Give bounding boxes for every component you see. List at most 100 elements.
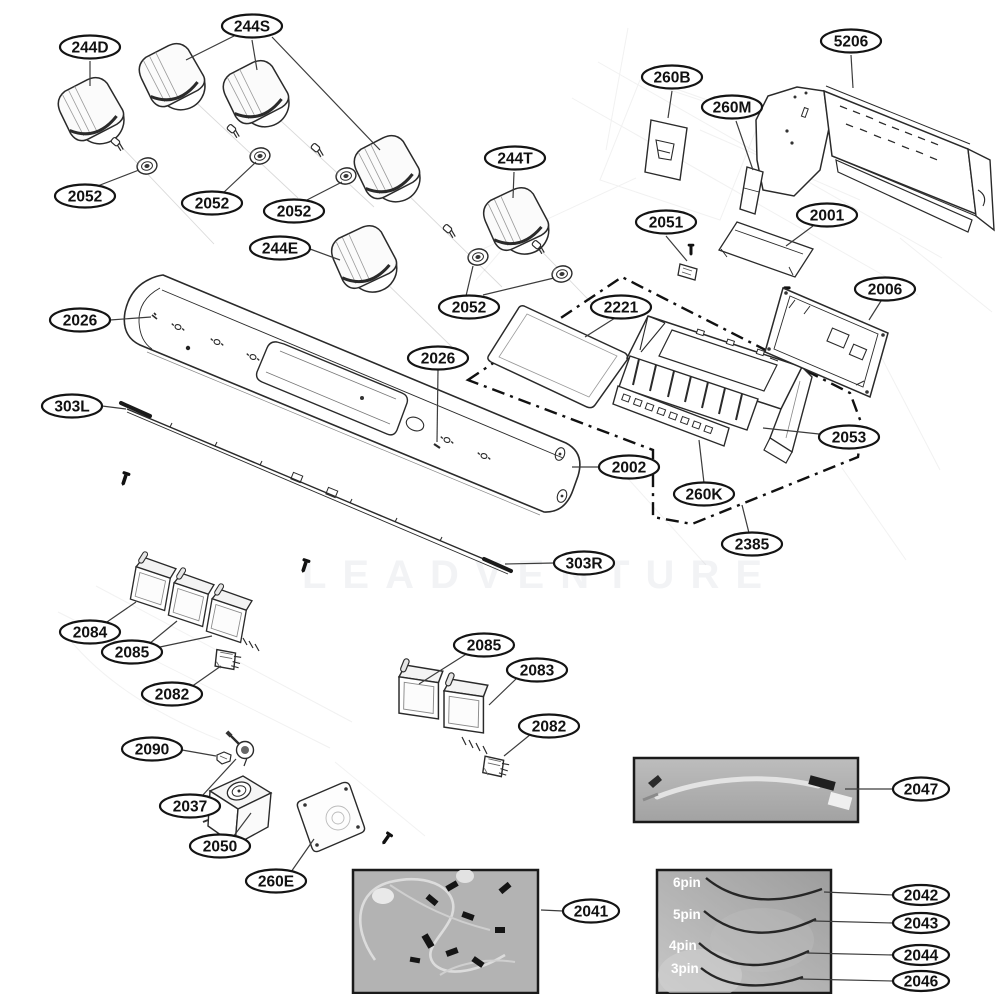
callout-ellipse[interactable] (452, 632, 516, 658)
callout-ellipse[interactable] (891, 943, 951, 967)
part-number-label: 244S (234, 18, 270, 35)
callout-2046[interactable]: 2046 (891, 969, 951, 993)
leader-line-2001 (785, 225, 814, 247)
callout-ellipse[interactable] (180, 190, 244, 216)
part-number-label: 2037 (173, 798, 207, 815)
callout-ellipse[interactable] (244, 868, 308, 894)
part-number-label: 2002 (612, 459, 646, 476)
leader-line-2221 (584, 317, 616, 338)
part-number-label: 260E (258, 873, 294, 890)
leader-line-2052 (465, 265, 474, 297)
callout-ellipse[interactable] (891, 969, 951, 993)
callout-ellipse[interactable] (58, 619, 122, 645)
callout-2047[interactable]: 2047 (891, 776, 951, 802)
callout-ellipse[interactable] (483, 145, 547, 171)
callout-303L[interactable]: 303L (40, 393, 104, 419)
callout-260M[interactable]: 260M (700, 94, 764, 120)
connector-pins-photo (655, 868, 833, 994)
callout-2001[interactable]: 2001 (795, 202, 859, 228)
callout-ellipse[interactable] (262, 198, 326, 224)
callout-ellipse[interactable] (891, 883, 951, 907)
callout-2041[interactable]: 2041 (561, 898, 621, 924)
callout-2082[interactable]: 2082 (140, 681, 204, 707)
callout-ellipse[interactable] (437, 294, 501, 320)
callout-2385[interactable]: 2385 (720, 531, 784, 557)
callout-ellipse[interactable] (48, 307, 112, 333)
part-number-label: 2026 (421, 350, 456, 367)
callout-ellipse[interactable] (589, 294, 653, 320)
callout-ellipse[interactable] (248, 235, 312, 261)
part-number-label: 2053 (832, 429, 867, 446)
part-number-label: 2026 (63, 312, 98, 329)
callout-260K[interactable]: 260K (672, 481, 736, 507)
callout-ellipse[interactable] (597, 454, 661, 480)
leader-line-244T (512, 171, 515, 199)
callout-ellipse[interactable] (672, 481, 736, 507)
callout-ellipse[interactable] (505, 657, 569, 683)
callout-ellipse[interactable] (795, 202, 859, 228)
callout-2085[interactable]: 2085 (100, 639, 164, 665)
part-number-label: 2085 (467, 637, 502, 654)
callout-ellipse[interactable] (561, 898, 621, 924)
callout-2042[interactable]: 2042 (891, 883, 951, 907)
callout-ellipse[interactable] (120, 736, 184, 762)
callout-2082[interactable]: 2082 (517, 713, 581, 739)
callout-244E[interactable]: 244E (248, 235, 312, 261)
callout-ellipse[interactable] (40, 393, 104, 419)
callout-303R[interactable]: 303R (552, 550, 616, 576)
callout-260E[interactable]: 260E (244, 868, 308, 894)
callout-ellipse[interactable] (853, 276, 917, 302)
callout-2052[interactable]: 2052 (53, 183, 117, 209)
callout-2084[interactable]: 2084 (58, 619, 122, 645)
callout-244D[interactable]: 244D (58, 34, 122, 60)
callout-ellipse[interactable] (552, 550, 616, 576)
callout-ellipse[interactable] (634, 209, 698, 235)
callout-2026[interactable]: 2026 (48, 307, 112, 333)
callout-2044[interactable]: 2044 (891, 943, 951, 967)
callout-ellipse[interactable] (158, 793, 222, 819)
callout-ellipse[interactable] (517, 713, 581, 739)
callout-2026[interactable]: 2026 (406, 345, 470, 371)
pin-count-label: 6pin (673, 875, 701, 890)
callout-ellipse[interactable] (220, 13, 284, 39)
callout-2050[interactable]: 2050 (188, 833, 252, 859)
callout-ellipse[interactable] (700, 94, 764, 120)
callout-244S[interactable]: 244S (220, 13, 284, 39)
callout-ellipse[interactable] (58, 34, 122, 60)
callout-ellipse[interactable] (817, 424, 881, 450)
callout-2221[interactable]: 2221 (589, 294, 653, 320)
callout-ellipse[interactable] (891, 776, 951, 802)
callout-2052[interactable]: 2052 (437, 294, 501, 320)
callout-ellipse[interactable] (188, 833, 252, 859)
callout-ellipse[interactable] (53, 183, 117, 209)
leader-line-2050 (232, 812, 252, 838)
callout-ellipse[interactable] (100, 639, 164, 665)
leader-line-2052 (302, 181, 343, 203)
callout-ellipse[interactable] (891, 911, 951, 935)
callout-2090[interactable]: 2090 (120, 736, 184, 762)
callout-2037[interactable]: 2037 (158, 793, 222, 819)
callout-2083[interactable]: 2083 (505, 657, 569, 683)
callout-244T[interactable]: 244T (483, 145, 547, 171)
callout-ellipse[interactable] (406, 345, 470, 371)
callout-2043[interactable]: 2043 (891, 911, 951, 935)
callout-2085[interactable]: 2085 (452, 632, 516, 658)
callout-2002[interactable]: 2002 (597, 454, 661, 480)
callout-ellipse[interactable] (140, 681, 204, 707)
callout-2051[interactable]: 2051 (634, 209, 698, 235)
callout-2052[interactable]: 2052 (262, 198, 326, 224)
callout-2052[interactable]: 2052 (180, 190, 244, 216)
leader-line-2043 (813, 920, 894, 924)
pcb-board-drawing (764, 286, 889, 399)
callout-5206[interactable]: 5206 (819, 28, 883, 54)
callout-2053[interactable]: 2053 (817, 424, 881, 450)
callout-2006[interactable]: 2006 (853, 276, 917, 302)
callout-ellipse[interactable] (819, 28, 883, 54)
callout-ellipse[interactable] (640, 64, 704, 90)
part-number-label: 2052 (68, 188, 102, 205)
leader-line-303R (504, 562, 555, 565)
callout-260B[interactable]: 260B (640, 64, 704, 90)
callout-ellipse[interactable] (720, 531, 784, 557)
